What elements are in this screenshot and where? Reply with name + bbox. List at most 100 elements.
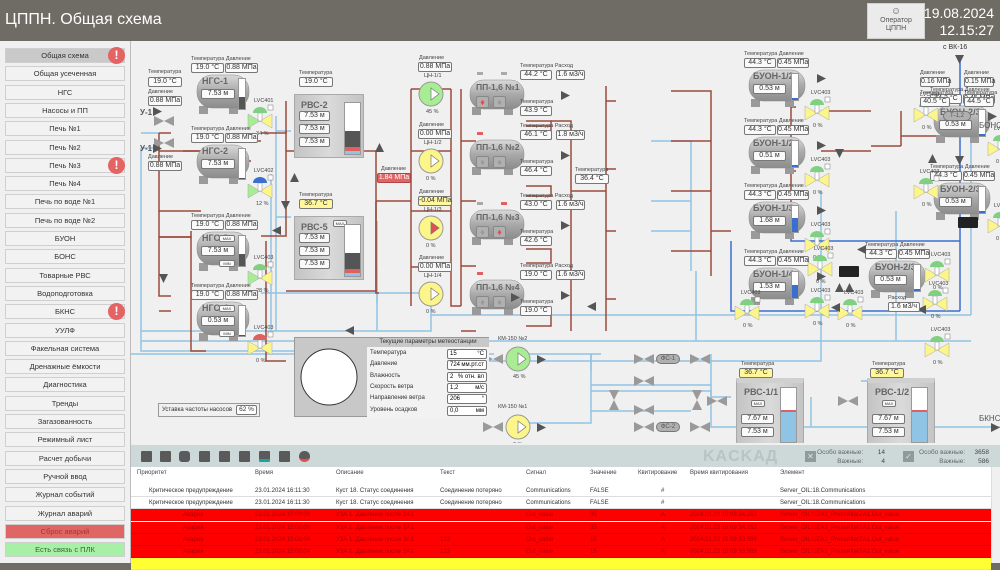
gate-valve[interactable] <box>837 395 859 407</box>
document-clock-icon[interactable] <box>279 451 290 462</box>
document-edit-icon[interactable] <box>219 451 230 462</box>
sidebar-item[interactable]: Печь №1 <box>5 121 125 137</box>
document-user-icon[interactable] <box>259 451 270 462</box>
sidebar-item[interactable]: Диагностика <box>5 377 125 393</box>
control-valve[interactable] <box>801 161 833 191</box>
sidebar-item[interactable]: Ручной ввод <box>5 468 125 484</box>
centrifugal-pump[interactable] <box>418 81 444 107</box>
sidebar-item[interactable]: Загазованность <box>5 414 125 429</box>
booster-pump[interactable] <box>505 346 531 372</box>
control-valve[interactable] <box>921 256 953 286</box>
centrifugal-pump[interactable] <box>418 215 444 241</box>
gate-valve[interactable] <box>608 389 620 411</box>
control-valve[interactable] <box>244 259 276 289</box>
sidebar-item[interactable]: Тренды <box>5 395 125 411</box>
sidebar-item[interactable]: Общая схема <box>5 48 125 63</box>
filter-list-icon[interactable] <box>199 451 210 462</box>
control-valve[interactable] <box>910 173 942 203</box>
control-valve[interactable] <box>801 226 833 256</box>
heat-exchanger[interactable]: Т-1,2 <box>943 111 971 121</box>
operator-button[interactable]: ☺ Оператор ЦППН <box>867 3 925 39</box>
ack-checkbox-icon[interactable]: ✓ <box>903 451 914 462</box>
filter-separator[interactable]: ФС-2 <box>656 422 680 432</box>
gate-valve[interactable] <box>153 115 175 127</box>
sidebar-item[interactable]: БОНС <box>5 249 125 265</box>
unack-checkbox-icon[interactable]: ✕ <box>805 451 816 462</box>
save-icon[interactable] <box>160 451 171 462</box>
column-header[interactable]: Текст <box>440 470 456 476</box>
sidebar-item[interactable]: Режимный лист <box>5 432 125 448</box>
column-header[interactable]: Время квитирования <box>690 470 749 476</box>
event-cell: Соединение потеряно <box>440 500 502 507</box>
control-valve[interactable] <box>731 294 763 324</box>
control-valve[interactable] <box>801 94 833 124</box>
control-valve[interactable] <box>921 331 953 361</box>
sidebar-item[interactable]: Журнал аварий <box>5 505 125 521</box>
centrifugal-pump[interactable] <box>418 148 444 174</box>
max-indicator: MAX <box>333 220 347 227</box>
booster-pump[interactable] <box>505 414 531 440</box>
filter-separator[interactable]: ФС-1 <box>656 354 680 364</box>
sidebar-item[interactable]: Факельная система <box>5 340 125 356</box>
sidebar-item[interactable]: Товарные РВС <box>5 267 125 283</box>
play-pause-icon[interactable] <box>141 451 152 462</box>
sidebar-item[interactable]: Печь по воде №2 <box>5 212 125 228</box>
sidebar-item[interactable]: Насосы и ПП <box>5 102 125 118</box>
reset-alarms-button[interactable]: Сброс аварий <box>5 523 125 539</box>
gate-valve[interactable] <box>633 421 655 433</box>
sidebar-item[interactable]: УУЛФ <box>5 322 125 338</box>
sidebar-item[interactable]: БУОН <box>5 231 125 246</box>
sidebar-item[interactable]: Общая усеченная <box>5 66 125 82</box>
document-filter-icon[interactable] <box>239 451 250 462</box>
gate-valve[interactable] <box>691 389 703 411</box>
gate-valve[interactable] <box>633 375 655 387</box>
sidebar-item[interactable]: БКНС <box>5 304 125 320</box>
control-valve[interactable] <box>244 172 276 202</box>
control-valve[interactable] <box>804 250 836 280</box>
gate-valve[interactable] <box>482 421 504 433</box>
gate-valve[interactable] <box>689 353 711 365</box>
print-icon[interactable] <box>179 451 190 462</box>
control-valve[interactable] <box>984 207 1000 237</box>
sidebar-item[interactable]: Печь №4 <box>5 176 125 192</box>
gate-valve[interactable] <box>153 137 175 149</box>
sidebar-item[interactable]: Журнал событий <box>5 487 125 503</box>
sidebar-item[interactable]: Водоподготовка <box>5 285 125 301</box>
pump-frequency-input[interactable]: 62 % <box>236 405 257 415</box>
control-valve[interactable] <box>984 130 1000 160</box>
gate-valve[interactable] <box>706 395 728 407</box>
event-row[interactable] <box>131 558 991 570</box>
sidebar-item[interactable]: Печь по воде №1 <box>5 194 125 210</box>
column-header[interactable]: Элемент <box>780 470 805 476</box>
control-valve[interactable] <box>244 329 276 359</box>
control-valve[interactable] <box>801 292 833 322</box>
gate-valve[interactable] <box>633 404 655 416</box>
control-valve[interactable] <box>244 102 276 132</box>
control-valve[interactable] <box>919 285 951 315</box>
control-valve[interactable] <box>834 294 866 324</box>
column-header[interactable]: Сигнал <box>526 470 547 476</box>
gate-valve[interactable] <box>633 353 655 365</box>
column-header[interactable]: Квитирование <box>638 470 678 476</box>
sidebar-item[interactable]: Печь №2 <box>5 139 125 155</box>
valve-opening: 0 % <box>996 236 1000 242</box>
column-header[interactable]: Описание <box>336 470 364 476</box>
sidebar-item[interactable]: Расчет добычи <box>5 450 125 466</box>
tank-name: БУОН-1/2 <box>753 138 794 148</box>
sidebar-item[interactable]: Дренажные ёмкости <box>5 359 125 375</box>
sidebar-item[interactable]: Печь №3 <box>5 157 125 173</box>
sidebar-item[interactable]: НГС <box>5 84 125 100</box>
events-scrollbar[interactable] <box>991 467 1000 563</box>
centrifugal-pump[interactable] <box>418 281 444 307</box>
database-delete-icon[interactable] <box>299 451 310 462</box>
column-header[interactable]: Приоритет <box>137 470 167 476</box>
gate-valve[interactable] <box>689 421 711 433</box>
column-header[interactable]: Значение <box>590 470 617 476</box>
column-header[interactable]: Время <box>255 470 274 476</box>
